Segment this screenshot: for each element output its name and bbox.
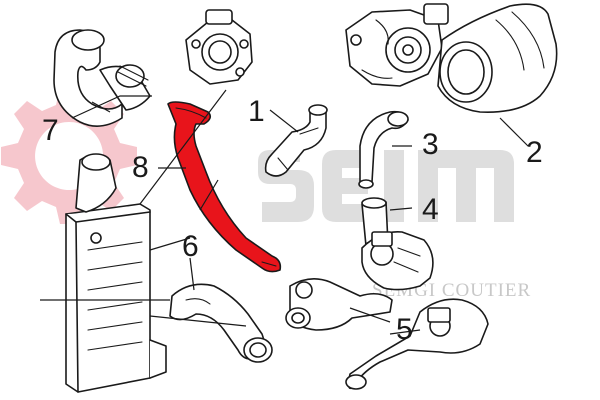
callout-3: 3: [422, 128, 439, 161]
callout-6: 6: [182, 230, 199, 263]
leader-lines: [40, 89, 529, 335]
part-6-lower-hose: [169, 283, 273, 363]
intercooler-part: [65, 153, 167, 393]
callout-2: 2: [526, 136, 543, 169]
part-8-turbo-hose-highlighted: [167, 101, 282, 273]
callout-1: 1: [248, 95, 265, 128]
callout-labels: 1 2 3 4 5 6 7 8: [42, 95, 543, 346]
part-3-bent-hose: [358, 110, 409, 189]
turbocharger-part: [345, 3, 449, 87]
part-7-intercooler-hose: [53, 29, 151, 127]
callout-5: 5: [396, 313, 413, 346]
part-1-elbow-pipe: [264, 104, 328, 177]
connector-housing-part: [361, 231, 434, 291]
callout-7: 7: [42, 114, 59, 147]
throttle-body-part: [185, 9, 253, 85]
callout-8: 8: [132, 151, 149, 184]
part-2-intake-duct: [437, 3, 558, 113]
part-5-coolant-pipes: [285, 278, 489, 390]
brand-letters-logo: [258, 150, 514, 222]
callout-4: 4: [422, 193, 439, 226]
